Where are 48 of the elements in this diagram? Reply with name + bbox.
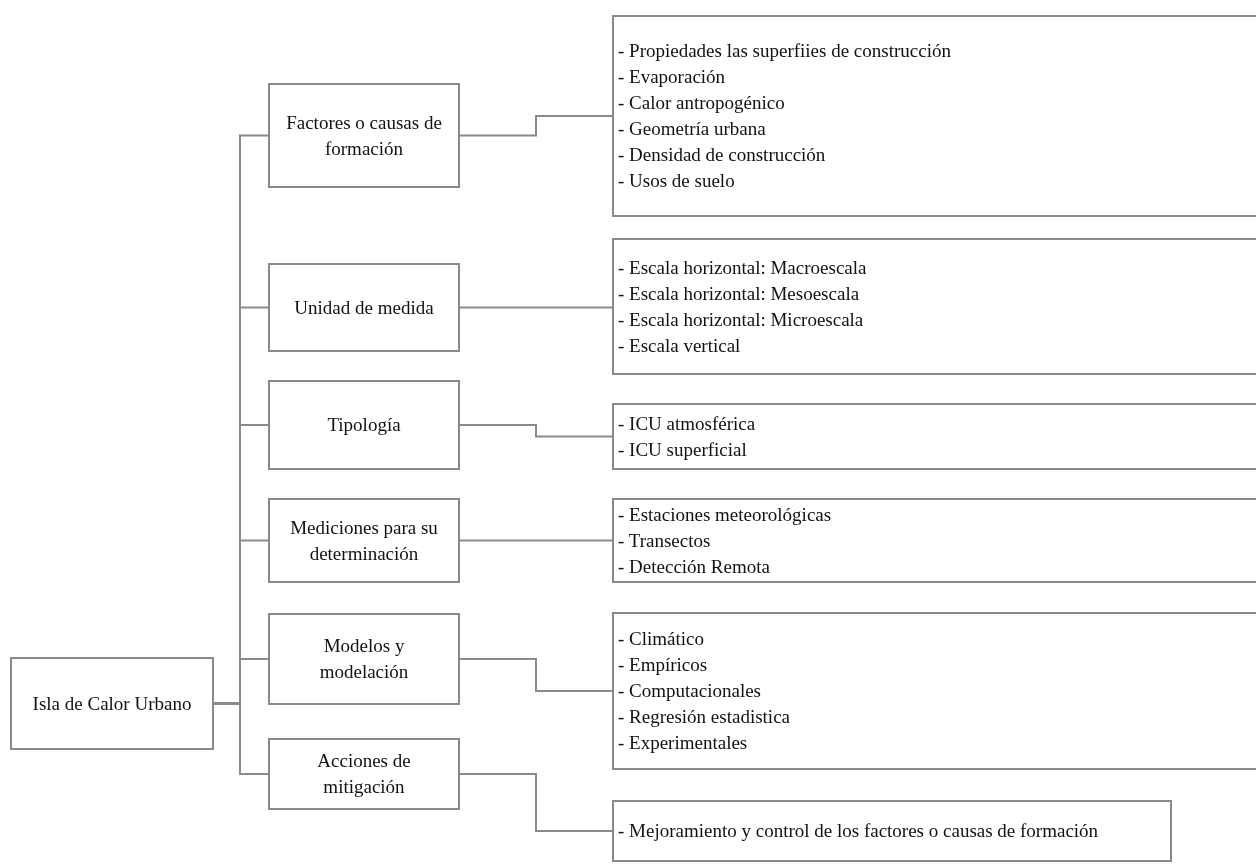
box-label: Modelos y modelación bbox=[318, 634, 410, 684]
box-label: Isla de Calor Urbano bbox=[32, 691, 192, 716]
concept-box bbox=[268, 498, 460, 583]
list-item: - Geometría urbana bbox=[618, 117, 766, 141]
list-item: - Evaporación bbox=[618, 65, 726, 89]
list-item: - Escala horizontal: Macroescala bbox=[618, 255, 867, 280]
list-item: - Transectos bbox=[618, 528, 711, 553]
connector-line bbox=[459, 773, 613, 832]
concept-box bbox=[268, 83, 460, 188]
box-label: Unidad de medida bbox=[294, 295, 434, 320]
box-label: Mediciones para su determinación bbox=[289, 515, 439, 566]
list-item: - Detección Remota bbox=[618, 554, 770, 579]
list-item: - Experimentales bbox=[618, 731, 748, 755]
list-box bbox=[612, 800, 1172, 862]
connector-line bbox=[459, 115, 613, 137]
list-item: - ICU superficial bbox=[618, 437, 747, 462]
list-item: - Densidad de construcción bbox=[618, 143, 826, 167]
concept-box bbox=[268, 738, 460, 810]
connector-line bbox=[459, 306, 613, 309]
list-item: - Regresión estadistica bbox=[618, 705, 790, 729]
list-item: - Escala vertical bbox=[618, 333, 741, 358]
concept-box bbox=[10, 657, 214, 750]
list-box bbox=[612, 498, 1256, 583]
connector-line bbox=[459, 424, 613, 438]
concept-box bbox=[268, 613, 460, 705]
list-item: - Escala horizontal: Microescala bbox=[618, 307, 864, 332]
list-box bbox=[612, 15, 1256, 217]
list-box bbox=[612, 403, 1256, 470]
list-item: - Estaciones meteorológicas bbox=[618, 502, 832, 527]
connector-line bbox=[459, 658, 613, 692]
connector-line bbox=[213, 702, 269, 775]
list-item: - Usos de suelo bbox=[618, 169, 735, 193]
list-item: - Mejoramiento y control de los factores o causas de formación bbox=[618, 819, 1099, 843]
box-label: Factores o causas de formación bbox=[285, 110, 443, 161]
list-item: - Climático bbox=[618, 627, 704, 651]
list-item: - Computacionales bbox=[618, 679, 761, 703]
box-label: Tipología bbox=[327, 413, 401, 437]
list-item: - Escala horizontal: Mesoescala bbox=[618, 281, 860, 306]
list-box bbox=[612, 238, 1256, 375]
connector-line bbox=[459, 539, 613, 542]
list-box bbox=[612, 612, 1256, 770]
concept-box bbox=[268, 380, 460, 470]
list-item: - ICU atmosférica bbox=[618, 411, 756, 436]
concept-box bbox=[268, 263, 460, 352]
box-label: Acciones de mitigación bbox=[316, 749, 412, 799]
list-item: - Propiedades las superfiies de construcción bbox=[618, 39, 951, 63]
list-item: - Empíricos bbox=[618, 653, 708, 677]
list-item: - Calor antropogénico bbox=[618, 91, 785, 115]
